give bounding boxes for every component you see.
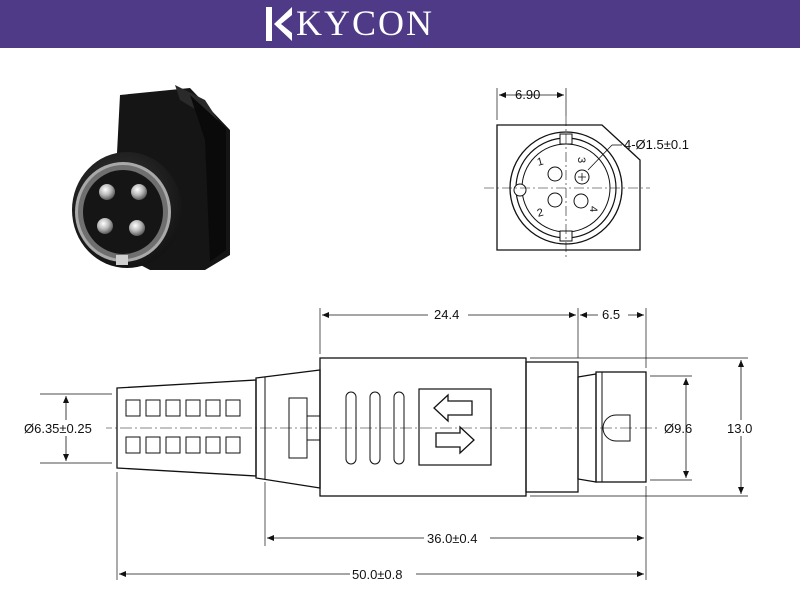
- shell-diameter-dimension: Ø9.6: [664, 421, 692, 436]
- total-length-dimension: 50.0±0.8: [352, 567, 403, 582]
- pin-label-4: 4: [587, 206, 599, 212]
- pin-label-3: 3: [575, 157, 587, 163]
- front-view: 6.90 4-Ø1.5±0.1 1 2 3 4: [484, 87, 689, 258]
- body-length-dimension: 24.4: [434, 307, 459, 322]
- side-view: 24.4 6.5 Ø6.35±0.25 Ø9.6 13.0 36.0±0.4 5…: [22, 306, 762, 582]
- front-width-dimension: 6.90: [515, 87, 540, 102]
- hole-callout: 4-Ø1.5±0.1: [624, 137, 689, 152]
- kycon-k-mark-icon: [266, 7, 292, 41]
- header-banner: KYCON: [0, 0, 800, 48]
- brand-name: KYCON: [296, 3, 435, 43]
- mini-din-plug-photo-icon: [72, 85, 230, 270]
- pin-label-1: 1: [536, 156, 545, 169]
- bidirectional-arrows-icon: [418, 388, 492, 466]
- shell-length-dimension: 6.5: [602, 307, 620, 322]
- mid-length-dimension: 36.0±0.4: [427, 531, 478, 546]
- cable-diameter-dimension: Ø6.35±0.25: [24, 421, 92, 436]
- overall-height-dimension: 13.0: [727, 421, 752, 436]
- pin-label-2: 2: [536, 207, 545, 220]
